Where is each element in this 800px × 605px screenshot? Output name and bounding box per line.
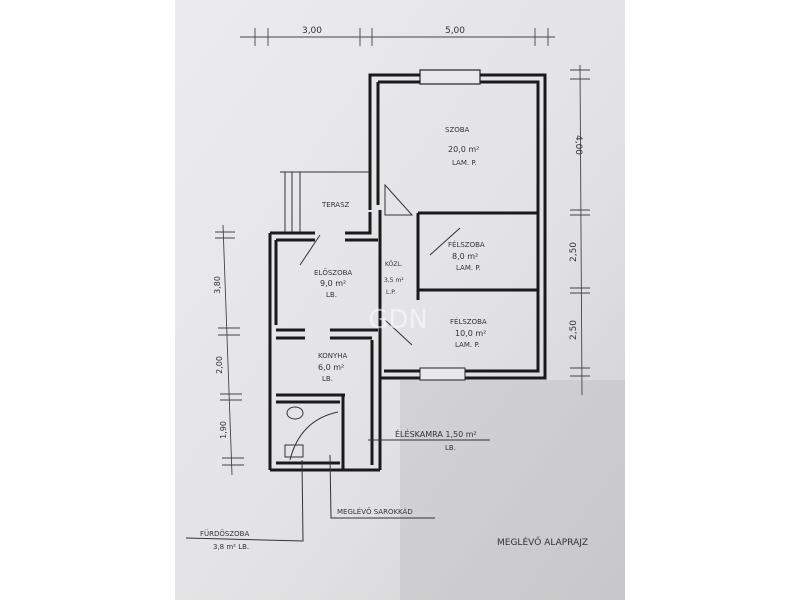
dim-right-1: 4,00 bbox=[573, 135, 583, 155]
room-szoba-floor: LAM. P. bbox=[452, 159, 477, 167]
room-konyha-name: KONYHA bbox=[318, 352, 347, 360]
room-eloszoba-area: 9,0 m² bbox=[320, 279, 346, 288]
room-kozl-floor: L.P. bbox=[386, 289, 396, 296]
room-terasz-name: TERASZ bbox=[321, 201, 350, 209]
room-eloszoba-name: ELŐSZOBA bbox=[314, 268, 352, 277]
dim-left-1: 3,80 bbox=[213, 276, 222, 294]
room-kozl-name: KÖZL. bbox=[385, 261, 403, 268]
annotations: ÉLÉSKAMRA 1,50 m² LB. MEGLÉVŐ SAROKKÁD F… bbox=[185, 428, 588, 551]
left-dimension: 3,80 2,00 1,90 bbox=[213, 224, 244, 476]
shadow bbox=[400, 380, 625, 600]
room-konyha-floor: LB. bbox=[322, 375, 333, 383]
existing-tub-label: MEGLÉVŐ SAROKKÁD bbox=[337, 507, 413, 516]
pantry-label: ÉLÉSKAMRA 1,50 m² bbox=[395, 428, 477, 439]
room-felszoba2-name: FÉLSZOBA bbox=[450, 317, 487, 326]
room-eloszoba-floor: LB. bbox=[326, 291, 337, 299]
dim-right-2: 2,50 bbox=[569, 242, 579, 262]
room-labels: SZOBA 20,0 m² LAM. P. TERASZ FÉLSZOBA 8,… bbox=[314, 126, 487, 383]
room-szoba-name: SZOBA bbox=[445, 126, 470, 134]
room-konyha-area: 6,0 m² bbox=[318, 363, 344, 372]
room-szoba-area: 20,0 m² bbox=[448, 145, 479, 154]
room-felszoba1-floor: LAM. P. bbox=[456, 264, 481, 272]
room-felszoba2-area: 10,0 m² bbox=[455, 329, 486, 338]
walls bbox=[268, 69, 547, 472]
bathroom-area: 3,8 m² LB. bbox=[213, 543, 249, 551]
window bbox=[419, 367, 466, 381]
top-dimension: 3,00 5,00 bbox=[240, 26, 555, 46]
toilet-icon bbox=[286, 406, 304, 420]
dim-left-2: 2,00 bbox=[215, 356, 224, 374]
room-felszoba2-floor: LAM. P. bbox=[455, 341, 480, 349]
right-dimension: 4,00 2,50 2,50 bbox=[569, 64, 590, 396]
window bbox=[419, 69, 481, 85]
dim-top-2: 5,00 bbox=[445, 26, 465, 36]
dim-top-1: 3,00 bbox=[302, 26, 322, 36]
watermark-logo: GDN bbox=[368, 305, 428, 335]
paper-sheet bbox=[175, 0, 625, 600]
sink-icon bbox=[284, 444, 304, 458]
bathroom-label: FÜRDŐSZOBA bbox=[200, 529, 249, 538]
dim-right-3: 2,50 bbox=[569, 320, 579, 340]
plan-title: MEGLÉVŐ ALAPRAJZ bbox=[497, 536, 588, 548]
pantry-floor: LB. bbox=[445, 444, 456, 452]
dim-left-3: 1,90 bbox=[219, 421, 228, 439]
room-felszoba1-area: 8,0 m² bbox=[452, 252, 478, 261]
room-felszoba1-name: FÉLSZOBA bbox=[448, 240, 485, 249]
room-kozl-area: 3,5 m² bbox=[384, 277, 404, 284]
